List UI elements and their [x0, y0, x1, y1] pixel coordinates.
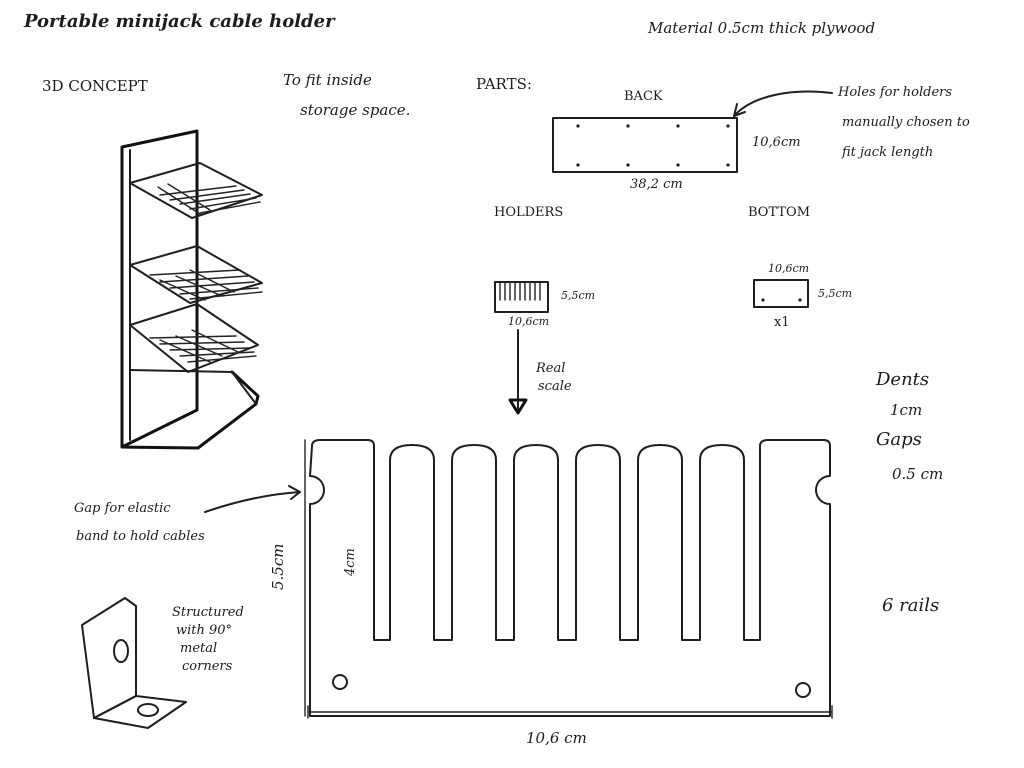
corner-note-line4: corners — [182, 659, 233, 674]
metal-corner-drawing — [81, 597, 187, 729]
real-scale-line1: Real — [536, 361, 566, 376]
holes-note-line1: Holes for holders — [838, 85, 953, 100]
big-holder-dent-length: 4cm — [343, 548, 358, 576]
spec-gaps: Gaps — [876, 429, 922, 450]
spec-gaps-value: 0.5 cm — [892, 465, 944, 483]
back-width: 38,2 cm — [630, 177, 683, 192]
bottom-qty: x1 — [774, 315, 790, 330]
fit-note-line1: To fit inside — [283, 71, 372, 89]
fit-note-line2: storage space. — [300, 101, 411, 119]
corner-note-line2: with 90° — [176, 623, 233, 638]
big-holder-drawing — [304, 439, 833, 719]
back-panel-drawing — [552, 117, 738, 173]
back-height: 10,6cm — [752, 135, 801, 150]
real-scale-line2: scale — [538, 379, 572, 394]
holes-note-line2: manually chosen to — [842, 115, 970, 130]
holders-height: 5,5cm — [561, 289, 596, 302]
corner-note-line1: Structured — [172, 605, 244, 620]
gap-note-line1: Gap for elastic — [74, 501, 171, 516]
corner-note-line3: metal — [180, 641, 218, 656]
small-holder-drawing — [494, 281, 549, 313]
spec-dents: Dents — [876, 369, 930, 390]
big-holder-width: 10,6 cm — [526, 729, 587, 747]
bottom-width: 10,6cm — [768, 262, 810, 275]
bottom-height: 5,5cm — [818, 287, 853, 300]
bottom-piece-drawing — [753, 279, 809, 308]
concept-label: 3D CONCEPT — [42, 77, 148, 95]
concept-3d-drawing — [120, 129, 263, 450]
sheet-title: Portable minijack cable holder — [24, 11, 335, 32]
gap-note-line2: band to hold cables — [76, 529, 205, 544]
material-note: Material 0.5cm thick plywood — [648, 19, 876, 37]
rails-note: 6 rails — [882, 595, 940, 616]
spec-dents-value: 1cm — [890, 401, 923, 419]
holders-width: 10,6cm — [508, 315, 550, 328]
parts-label: PARTS: — [476, 75, 532, 93]
holders-label: HOLDERS — [494, 205, 564, 220]
holes-note-line3: fit jack length — [842, 145, 934, 160]
big-holder-height: 5.5cm — [269, 543, 287, 590]
bottom-label: BOTTOM — [748, 205, 811, 220]
back-label: BACK — [624, 89, 663, 104]
